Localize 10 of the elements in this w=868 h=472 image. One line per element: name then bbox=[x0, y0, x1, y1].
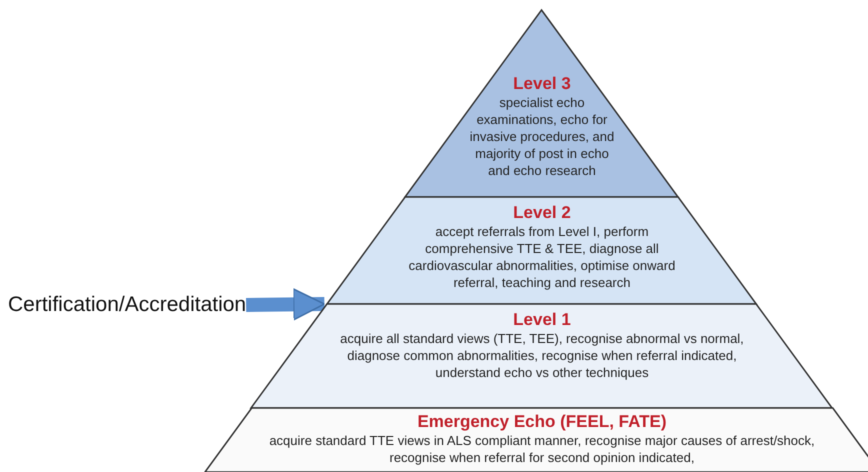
tier-heading: Level 3 bbox=[513, 74, 571, 94]
certification-label: Certification/Accreditation bbox=[8, 292, 246, 318]
tier-description: acquire all standard views (TTE, TEE), recognise abnormal vs normal, diagnose common abnormalities, recognise when referral indicated, understand echo vs other techniques bbox=[339, 330, 745, 381]
block-arrow bbox=[246, 288, 326, 321]
tier-heading: Emergency Echo (FEEL, FATE) bbox=[417, 412, 667, 432]
tier-heading: Level 1 bbox=[513, 310, 571, 330]
tier-description: specialist echo examinations, echo for invasive procedures, and majority of post in echo and echo research bbox=[468, 94, 616, 179]
tier-description: accept referrals from Level I, perform comprehensive TTE & TEE, diagnose all cardiovascular abnormalities, optimise onward referral, teaching and research bbox=[408, 223, 676, 291]
tier-description: acquire standard TTE views in ALS compliant manner, recognise major causes of arrest/shock, recognise when referral for second opinion indicated, bbox=[268, 432, 816, 466]
tier-heading: Level 2 bbox=[513, 203, 571, 223]
